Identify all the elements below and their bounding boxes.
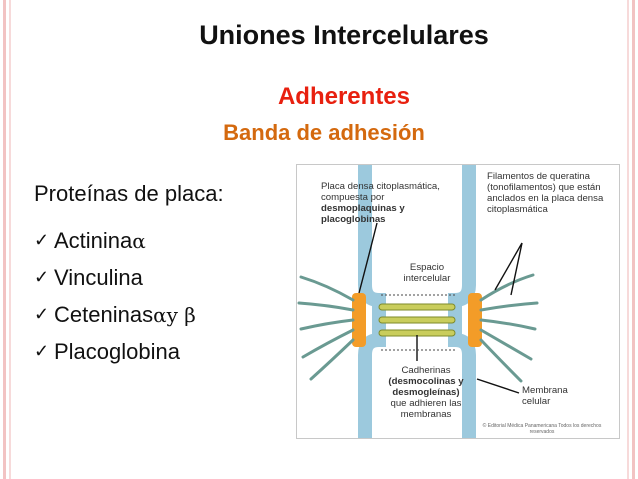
- label-plaque: Placa densa citoplasmática, compuesta po…: [321, 181, 440, 225]
- cadherin-strands: [378, 303, 456, 337]
- plaque-left: [352, 293, 366, 347]
- filaments-left: [297, 275, 355, 381]
- slide-subsubtitle: Banda de adhesión: [223, 120, 425, 145]
- slide-title: Uniones Intercelulares: [199, 20, 489, 50]
- checkmark-icon: ✓: [34, 230, 50, 250]
- right-decorative-rule: [624, 0, 638, 479]
- list-item-tail: y β: [166, 302, 196, 327]
- label-intercellular-space: Espacio intercelular: [403, 262, 451, 284]
- figure-copyright: © Editorial Médica Panamericana Todos lo…: [482, 423, 602, 435]
- list-item: ✓ Placoglobina: [34, 333, 196, 370]
- list-item: ✓ Ceteninas α y β: [34, 296, 196, 333]
- list-item: ✓ Vinculina: [34, 259, 196, 296]
- left-decorative-rule: [0, 0, 14, 479]
- label-filaments: Filamentos de queratina (tonofilamentos)…: [487, 171, 604, 215]
- checkmark-icon: ✓: [34, 267, 50, 287]
- list-item-text: Ceteninas: [54, 301, 154, 327]
- protein-list: ✓ Actinina α ✓ Vinculina ✓ Ceteninas α y…: [34, 222, 196, 370]
- label-cadherins: Cadherinas (desmocolinas y desmogleínas)…: [388, 365, 464, 420]
- filaments-right: [479, 273, 539, 383]
- label-cell-membrane: Membrana celular: [522, 385, 568, 407]
- adhesion-belt-diagram: Placa densa citoplasmática, compuesta po…: [296, 164, 620, 439]
- list-item-text: Actinina: [54, 227, 133, 253]
- plaque-right: [468, 293, 482, 347]
- list-item-greek: α: [132, 228, 146, 253]
- list-item-text: Vinculina: [54, 264, 143, 290]
- checkmark-icon: ✓: [34, 341, 50, 361]
- pointer-arrows: [358, 222, 523, 394]
- slide-subtitle: Adherentes: [277, 83, 411, 110]
- list-item-text: Placoglobina: [54, 338, 180, 364]
- list-heading: Proteínas de placa:: [34, 181, 224, 206]
- checkmark-icon: ✓: [34, 304, 50, 324]
- diagram-illustration: [297, 165, 539, 438]
- list-item-greek: α: [153, 302, 167, 327]
- list-item: ✓ Actinina α: [34, 222, 196, 259]
